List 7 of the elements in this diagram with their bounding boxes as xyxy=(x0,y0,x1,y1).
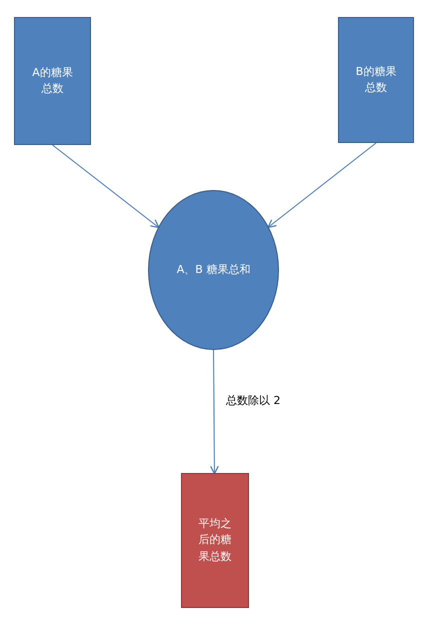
node-label: 平均之后的糖果总数 xyxy=(198,516,232,565)
node-label: A、B 糖果总和 xyxy=(176,262,252,278)
node-label: B的糖果总数 xyxy=(354,64,398,96)
process-box xyxy=(14,17,91,145)
result-box xyxy=(181,473,249,608)
node-label: A的糖果总数 xyxy=(31,64,74,97)
process-box xyxy=(338,17,414,143)
